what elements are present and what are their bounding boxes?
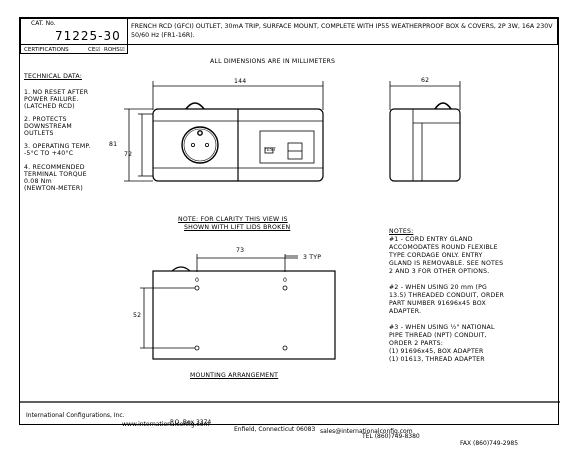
mounting-title: MOUNTING ARRANGEMENT [190,372,279,379]
footer-company: International Configurations, Inc. [26,412,125,419]
mount-hole-icon [282,285,288,291]
test-label: TEST [264,148,276,153]
note-line: PART NUMBER 91696x45 BOX [389,300,486,307]
note-line: ORDER 2 PARTS: [389,340,444,347]
tech-line: 2. PROTECTS [24,116,67,123]
note-line: TYPE CORDAGE ONLY. ENTRY [389,252,483,259]
description-box [127,18,558,45]
tech-line: 4. RECOMMENDED [24,164,85,171]
tech-line: POWER FAILURE. [24,96,79,103]
catalog-label: CAT. No. [31,20,56,27]
technical-title: TECHNICAL DATA: [24,73,82,80]
tech-line: DOWNSTREAM [24,123,72,130]
note-line: (1) 91696x45, BOX ADAPTER [389,348,484,355]
drawing-sheet: CAT. No. 71225-30 FRENCH RCD (GFCI) OUTL… [19,17,560,447]
footer-web: www.internationalconfig.com [122,421,210,428]
note-line: #2 - WHEN USING 20 mm (PG [389,284,488,291]
cord-gland-icon [434,102,452,110]
rohs-mark: ROHS☑ [104,47,125,53]
spacing-label: 73 [236,247,245,254]
inner-height-label: 72 [124,151,133,158]
tech-line: 3. OPERATING TEMP. [24,143,91,150]
tech-line: (LATCHED RCD) [24,103,75,110]
note-line: (1) 01613, THREAD ADAPTER [389,356,485,363]
note-line: GLAND IS REMOVABLE. SEE NOTES [389,260,504,267]
certifications-label: CERTIFICATIONS [24,47,69,53]
typ-label: 3 TYP [303,254,322,261]
note-line: #1 - CORD ENTRY GLAND [389,236,473,243]
notes-title: NOTES: [389,228,414,235]
product-description: FRENCH RCD (GFCI) OUTLET, 30mA TRIP, SUR… [131,23,553,39]
clarity-note: SHOWN WITH LIFT LIDS BROKEN [184,224,291,231]
rcd-module [259,130,315,164]
footer-po: P.O. Box 3374 [170,419,212,426]
mount-hole-icon [282,345,288,351]
tech-line: (NEWTON-METER) [24,185,84,192]
certifications-box [20,44,128,54]
tech-line: 0.08 Nm [24,178,52,185]
tech-line: 1. NO RESET AFTER [24,89,89,96]
mount-hole-icon [194,345,200,351]
footer-tel: TEL (860)749-8380 [362,433,420,440]
depth-label: 62 [421,77,430,84]
dimensions-note: ALL DIMENSIONS ARE IN MILLIMETERS [210,58,336,65]
note-line: PIPE THREAD (NPT) CONDUIT, [389,332,487,339]
tech-line: -5°C TO +40°C [24,150,74,157]
note-line: #3 - WHEN USING ½" NATIONAL [389,324,495,331]
side-housing [389,108,461,182]
mounting-outline [152,270,336,360]
clarity-note: NOTE: FOR CLARITY THIS VIEW IS [178,216,288,223]
note-line: 2 AND 3 FOR OTHER OPTIONS. [389,268,490,275]
footer-city: Enfield, Connecticut 06083 [234,426,316,433]
origin-label: 0 [283,277,288,284]
width-label: 144 [234,78,247,85]
checkbox-icon: ☑ [119,47,125,53]
tech-line: TERMINAL TORQUE [24,171,87,178]
catalog-number: 71225-30 [55,29,121,43]
footer-web-row: www.internationalconfig.com sales@intern… [20,414,560,442]
ce-mark: CE☑ [88,47,101,53]
note-line: 13.5) THREADED CONDUIT, ORDER [389,292,505,299]
footer-email: sales@internationalconfig.com [320,428,413,435]
note-line: ACCOMODATES ROUND FLEXIBLE [389,244,498,251]
cord-gland-icon [185,102,205,110]
test-button [264,147,274,154]
origin-label: 0 [195,277,200,284]
outer-height-label: 81 [109,141,118,148]
tech-line: OUTLETS [24,130,54,137]
socket-outline [181,126,219,164]
note-line: ADAPTER. [389,308,422,315]
mount-height-label: 52 [133,312,142,319]
mount-hole-icon [194,285,200,291]
checkbox-icon: ☑ [95,47,101,53]
technical-drawing [20,81,560,403]
